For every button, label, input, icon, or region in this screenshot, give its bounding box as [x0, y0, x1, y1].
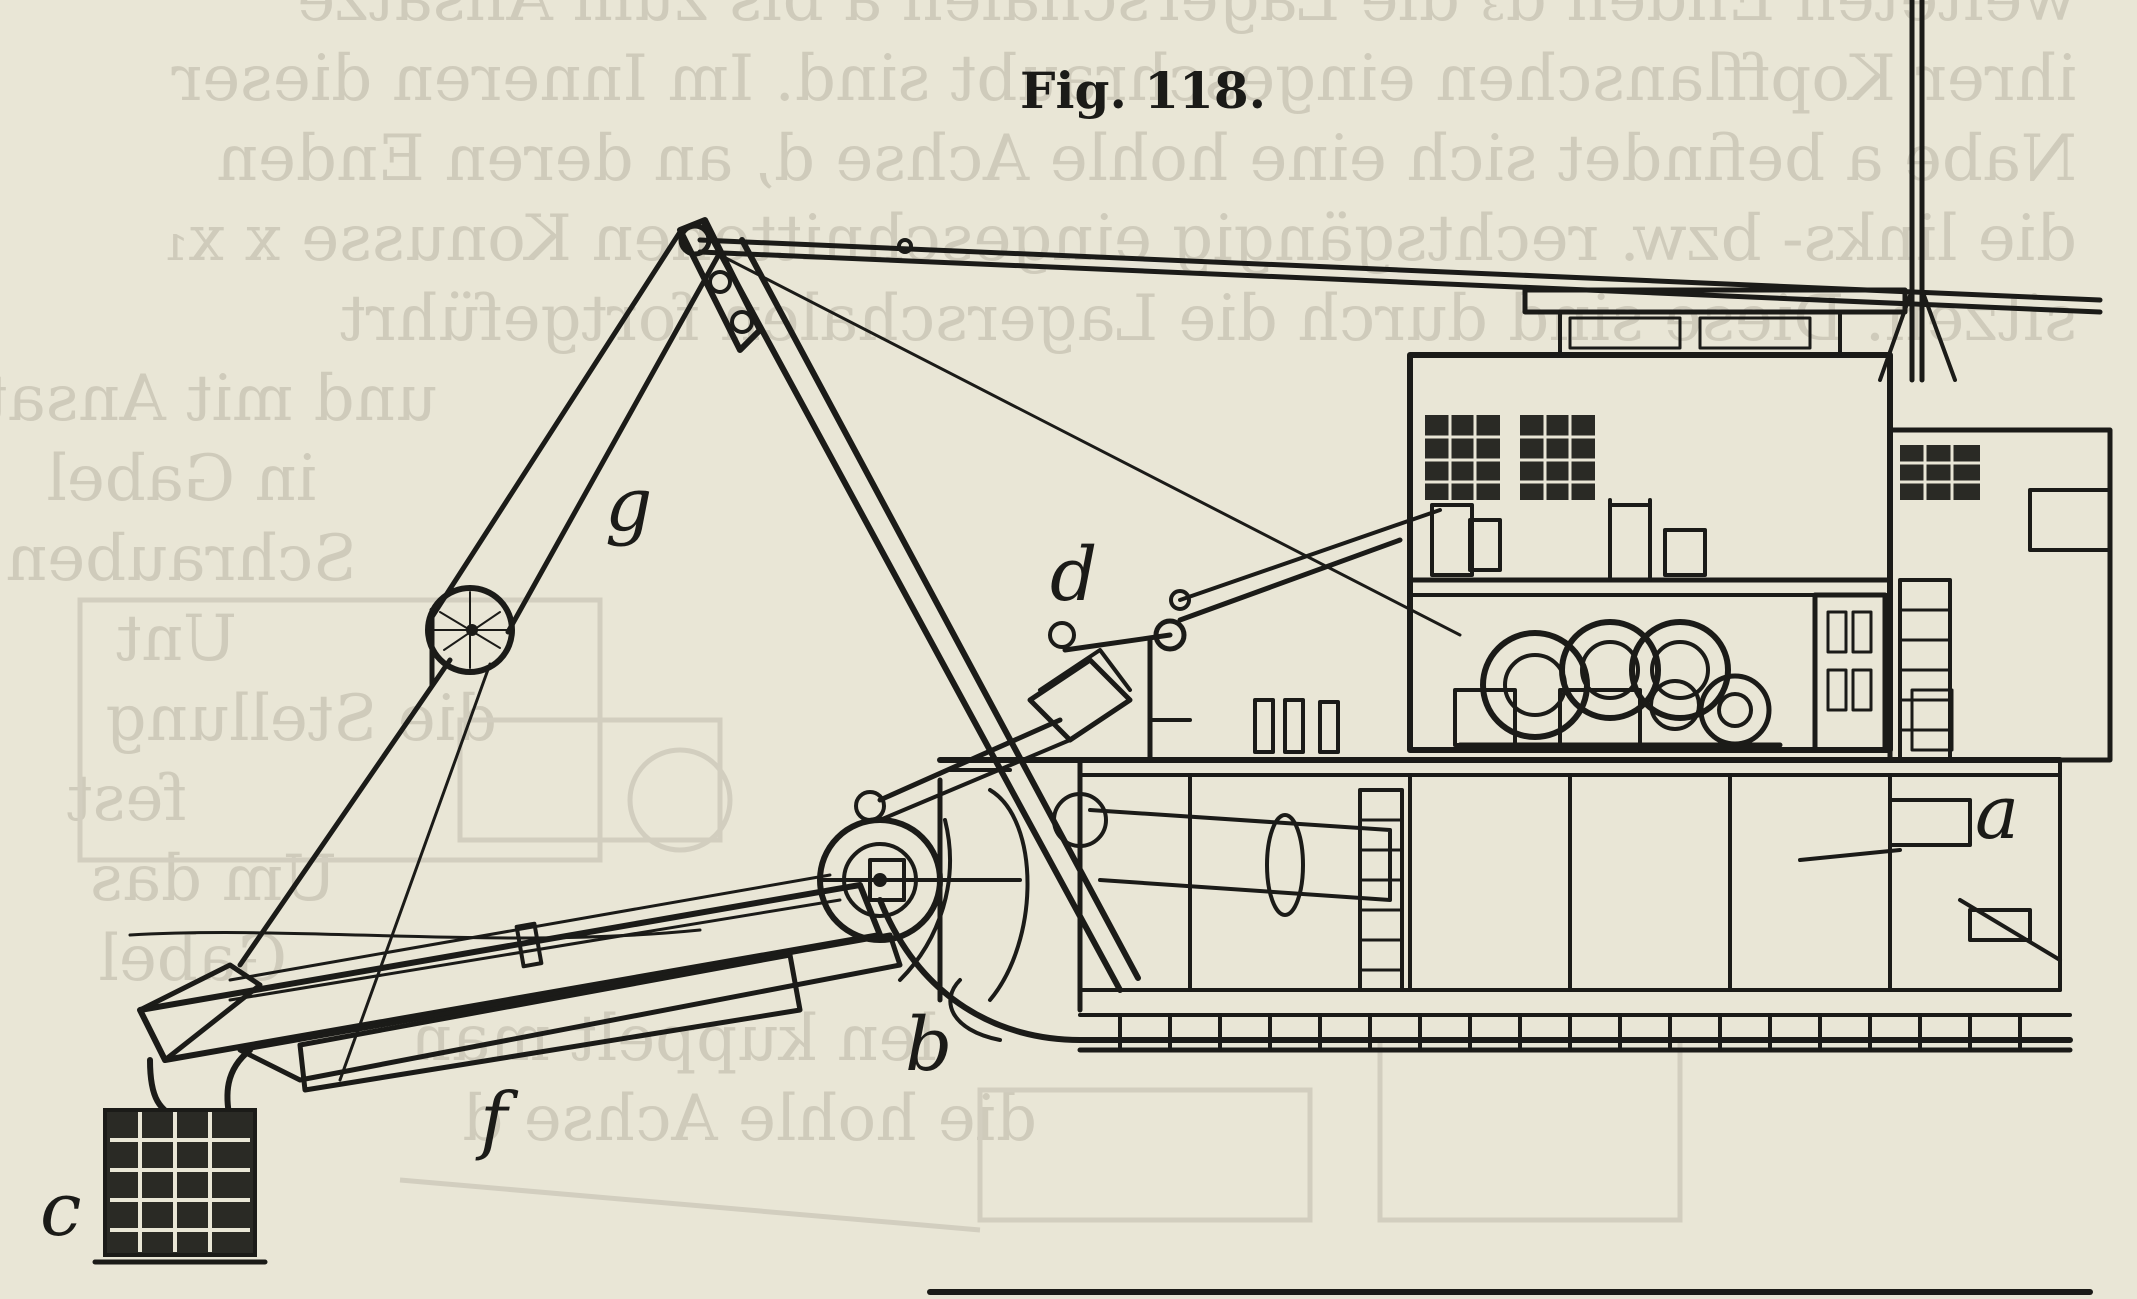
label-c: c [40, 1167, 81, 1253]
bleed-line-12: Um das [90, 842, 337, 916]
tumbler-frame [877, 717, 1083, 1013]
boom-g [425, 229, 721, 688]
bleed-line-3: Nabe a befindet sich eine hohle Achse d,… [217, 122, 2077, 196]
hoist-cable [718, 253, 1462, 637]
winch-drums [1453, 619, 1783, 748]
bleed-line-5: sitzen. Diese sind durch die Lagerschale… [340, 282, 2077, 356]
bleed-line-9: Unt [116, 602, 237, 676]
upper-machinery [1430, 498, 1707, 582]
dredger-drawing: g d a b f c [40, 0, 2113, 1265]
annex [1887, 427, 2113, 763]
label-a: a [1975, 770, 2019, 856]
deckhouse [1407, 287, 1908, 753]
bleed-through-drawing [77, 597, 1683, 1233]
mast [1878, 0, 1957, 383]
deck-posts [1253, 698, 1340, 754]
bleed-line-7: in Gabel [46, 442, 317, 516]
bleed-line-4: die links- bzw. rechtsgängig eingeschnit… [163, 202, 2077, 276]
bleed-line-1: weiteten Enden d₃ die Lagerschalen a bis… [297, 0, 2077, 36]
label-d: d [1050, 532, 1097, 618]
tumbler-b [817, 768, 1108, 1042]
lever-d [1027, 508, 1442, 763]
figure-caption: Fig. 118. [1020, 61, 1266, 120]
bleed-line-6: und mit Ansatz [0, 362, 437, 436]
bleed-line-8: Schrauben [6, 522, 357, 596]
bleed-line-11: fest [67, 762, 187, 836]
bleed-line-2: ihrer Kopfflanschen eingeschraubt sind. … [171, 42, 2077, 116]
bleed-line-14: len kuppelt man [411, 1002, 937, 1076]
label-b: b [905, 1002, 952, 1088]
cutter-head-c [92, 1047, 268, 1265]
ladder-hanger-2 [338, 662, 492, 1082]
bleed-line-15: die hohle Achse d [462, 1082, 1037, 1156]
ladder-hanger [237, 657, 453, 968]
ladder-f [137, 858, 906, 1093]
bleed-line-10: die Stellung [106, 682, 497, 756]
a-frame-strut [702, 222, 1141, 993]
label-g: g [605, 462, 652, 548]
upper-windows [1425, 415, 1595, 500]
